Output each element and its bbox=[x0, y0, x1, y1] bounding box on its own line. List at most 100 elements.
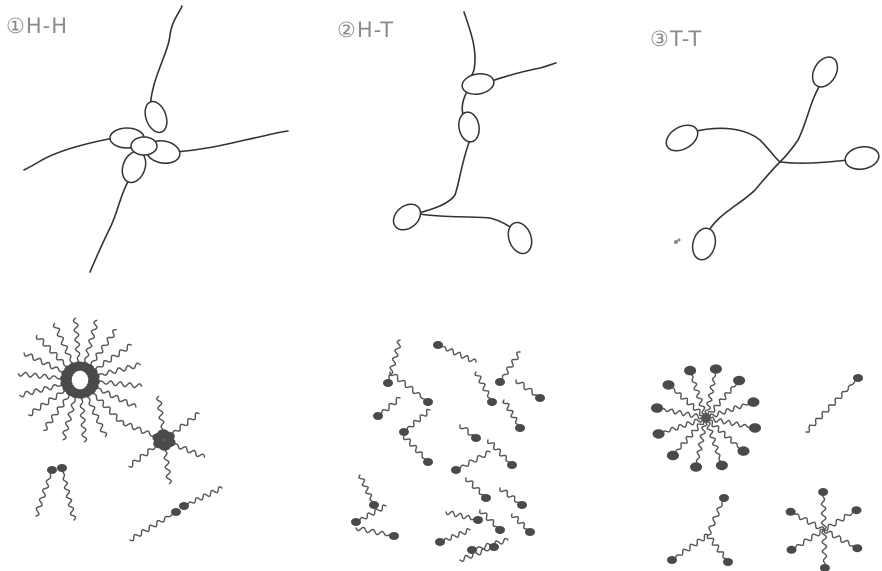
sperm-tail bbox=[500, 352, 520, 382]
sperm-tail bbox=[404, 436, 428, 462]
sperm-tail bbox=[44, 391, 72, 430]
sperm-head bbox=[481, 494, 491, 502]
sperm-tail bbox=[184, 487, 222, 506]
sperm-head bbox=[651, 403, 663, 413]
sperm-head bbox=[473, 516, 483, 524]
sperm-tail bbox=[94, 381, 142, 388]
sperm-tail bbox=[130, 512, 176, 541]
sperm-head bbox=[710, 364, 722, 374]
sperm-head bbox=[471, 434, 481, 442]
sperm-head bbox=[525, 528, 535, 536]
hh-micrograph-sketch bbox=[18, 318, 222, 541]
sperm-head bbox=[667, 451, 679, 461]
sperm-tail bbox=[792, 529, 825, 550]
sperm-head bbox=[517, 501, 527, 509]
sperm-head bbox=[820, 564, 830, 571]
sperm-tail bbox=[488, 440, 512, 465]
sperm-head bbox=[535, 394, 545, 402]
sperm-head bbox=[179, 502, 189, 510]
sperm-tail bbox=[456, 451, 490, 470]
sperm-tail bbox=[440, 529, 470, 542]
sperm-tail bbox=[824, 530, 857, 548]
sperm-head bbox=[853, 374, 863, 382]
sperm-head bbox=[667, 556, 677, 564]
sperm-tail bbox=[503, 400, 520, 428]
sperm-head bbox=[489, 543, 499, 551]
sperm-tail bbox=[404, 410, 430, 433]
sperm-tail bbox=[388, 340, 400, 383]
sperm-head bbox=[487, 398, 497, 406]
tt-sperm-star bbox=[662, 53, 881, 263]
ht-sperm-chain bbox=[388, 12, 556, 257]
sperm-tail bbox=[822, 530, 827, 568]
sperm-tail bbox=[821, 492, 826, 530]
sperm-tail bbox=[73, 318, 79, 366]
sperm-head bbox=[737, 446, 749, 456]
sperm-tail bbox=[84, 320, 97, 366]
sperm-tail bbox=[824, 510, 857, 531]
sperm-head bbox=[733, 376, 745, 386]
tt-micrograph-sketch bbox=[651, 364, 863, 571]
sperm-tail bbox=[390, 372, 428, 402]
sperm-tail bbox=[446, 511, 478, 520]
sperm-head bbox=[749, 423, 761, 433]
sperm-head bbox=[787, 546, 797, 554]
sperm-head bbox=[747, 397, 759, 407]
sperm-tail bbox=[36, 470, 52, 516]
sperm-head bbox=[163, 432, 175, 442]
sperm-head bbox=[451, 466, 461, 474]
sperm-head bbox=[423, 458, 433, 466]
sperm-head bbox=[171, 508, 181, 516]
sperm-head bbox=[723, 558, 733, 566]
sperm-head bbox=[786, 508, 796, 516]
sperm-head bbox=[369, 501, 379, 509]
sperm-tail bbox=[359, 475, 374, 505]
hh-sperm-cluster bbox=[24, 6, 288, 272]
sperm-head bbox=[495, 378, 505, 386]
sperm-tail bbox=[806, 378, 858, 432]
sperm-tail bbox=[169, 413, 199, 437]
sperm-head bbox=[507, 461, 517, 469]
sperm-tail bbox=[18, 372, 66, 379]
sperm-tail bbox=[80, 394, 86, 442]
sperm-tail bbox=[94, 363, 141, 376]
sperm-head bbox=[719, 494, 729, 502]
sperm-head bbox=[88, 372, 100, 382]
sperm-tail bbox=[157, 396, 164, 434]
panel-label-tt: ③T-T bbox=[650, 27, 702, 51]
panel-label-hh: ①H-H bbox=[6, 14, 68, 38]
sperm-head bbox=[515, 424, 525, 432]
sperm-tail bbox=[129, 444, 159, 468]
panel-label-ht: ②H-T bbox=[337, 18, 394, 42]
sperm-tail bbox=[708, 498, 724, 535]
sperm-head bbox=[389, 532, 399, 540]
sperm-tail bbox=[791, 512, 824, 530]
sperm-head bbox=[663, 380, 675, 390]
sperm-tail bbox=[475, 372, 492, 402]
sperm-tail bbox=[62, 468, 75, 520]
sperm-tail bbox=[24, 353, 67, 374]
sperm-tail bbox=[672, 534, 708, 560]
sperm-head bbox=[399, 428, 409, 436]
sperm-head bbox=[423, 398, 433, 406]
sperm-head bbox=[684, 366, 696, 376]
sperm-head bbox=[351, 518, 361, 526]
sperm-head bbox=[690, 462, 702, 472]
sperm-tail bbox=[93, 386, 136, 407]
sperm-head bbox=[852, 544, 862, 552]
sperm-head bbox=[433, 341, 443, 349]
sperm-head bbox=[435, 538, 445, 546]
sperm-head bbox=[851, 506, 861, 514]
sperm-tail bbox=[707, 535, 728, 562]
sperm-tail bbox=[356, 527, 394, 536]
sperm-head bbox=[716, 461, 728, 471]
sperm-head bbox=[47, 466, 57, 474]
sperm-head bbox=[495, 526, 505, 534]
sperm-tail bbox=[164, 446, 171, 484]
sperm-tail bbox=[88, 330, 116, 369]
sperm-tail bbox=[63, 394, 76, 440]
sperm-head bbox=[373, 412, 383, 420]
sperm-head bbox=[653, 429, 665, 439]
sperm-head bbox=[57, 464, 67, 472]
